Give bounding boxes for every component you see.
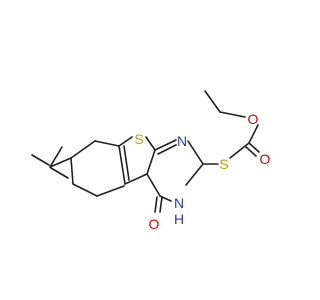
- atom-label-nitrogen-nh: N: [174, 195, 184, 211]
- background: [0, 0, 300, 300]
- bond: [118, 145, 126, 185]
- bond: [154, 196, 158, 213]
- bond: [145, 136, 156, 151]
- bond: [245, 146, 257, 157]
- atom-labels: S S N N H O O O: [134, 111, 270, 232]
- atom-label-hydrogen: H: [174, 211, 184, 227]
- atom-label-oxygen-ester: O: [248, 111, 259, 127]
- molecule-canvas: S S N N H O O O: [0, 0, 300, 300]
- bond: [154, 139, 177, 151]
- bond: [94, 140, 120, 147]
- bond: [49, 157, 72, 168]
- bond: [123, 145, 130, 181]
- bond: [70, 140, 96, 159]
- bond: [157, 144, 177, 155]
- bond: [31, 154, 50, 166]
- bond: [185, 163, 204, 186]
- atom-label-oxygen-ester-carbonyl: O: [260, 151, 271, 167]
- bond: [49, 146, 63, 168]
- bond: [219, 111, 246, 118]
- bond: [146, 149, 156, 175]
- bond: [248, 142, 260, 153]
- bond: [118, 136, 133, 147]
- bond: [248, 124, 259, 144]
- bond: [229, 142, 250, 159]
- atom-label-oxygen-carbonyl: O: [149, 216, 160, 232]
- bond: [72, 183, 98, 197]
- bond: [204, 90, 221, 113]
- atom-label-nitrogen: N: [177, 133, 187, 149]
- atom-label-sulfur-linker: S: [219, 156, 228, 172]
- bond-lines: [31, 90, 260, 213]
- bond: [159, 196, 163, 213]
- bond: [70, 157, 74, 185]
- bond: [50, 167, 69, 179]
- bond: [96, 185, 125, 197]
- atom-label-sulfur-ring: S: [134, 131, 143, 147]
- bond: [146, 173, 161, 197]
- bond: [124, 173, 148, 185]
- molecule-structure: S S N N H O O O: [0, 0, 300, 300]
- bond: [187, 140, 204, 165]
